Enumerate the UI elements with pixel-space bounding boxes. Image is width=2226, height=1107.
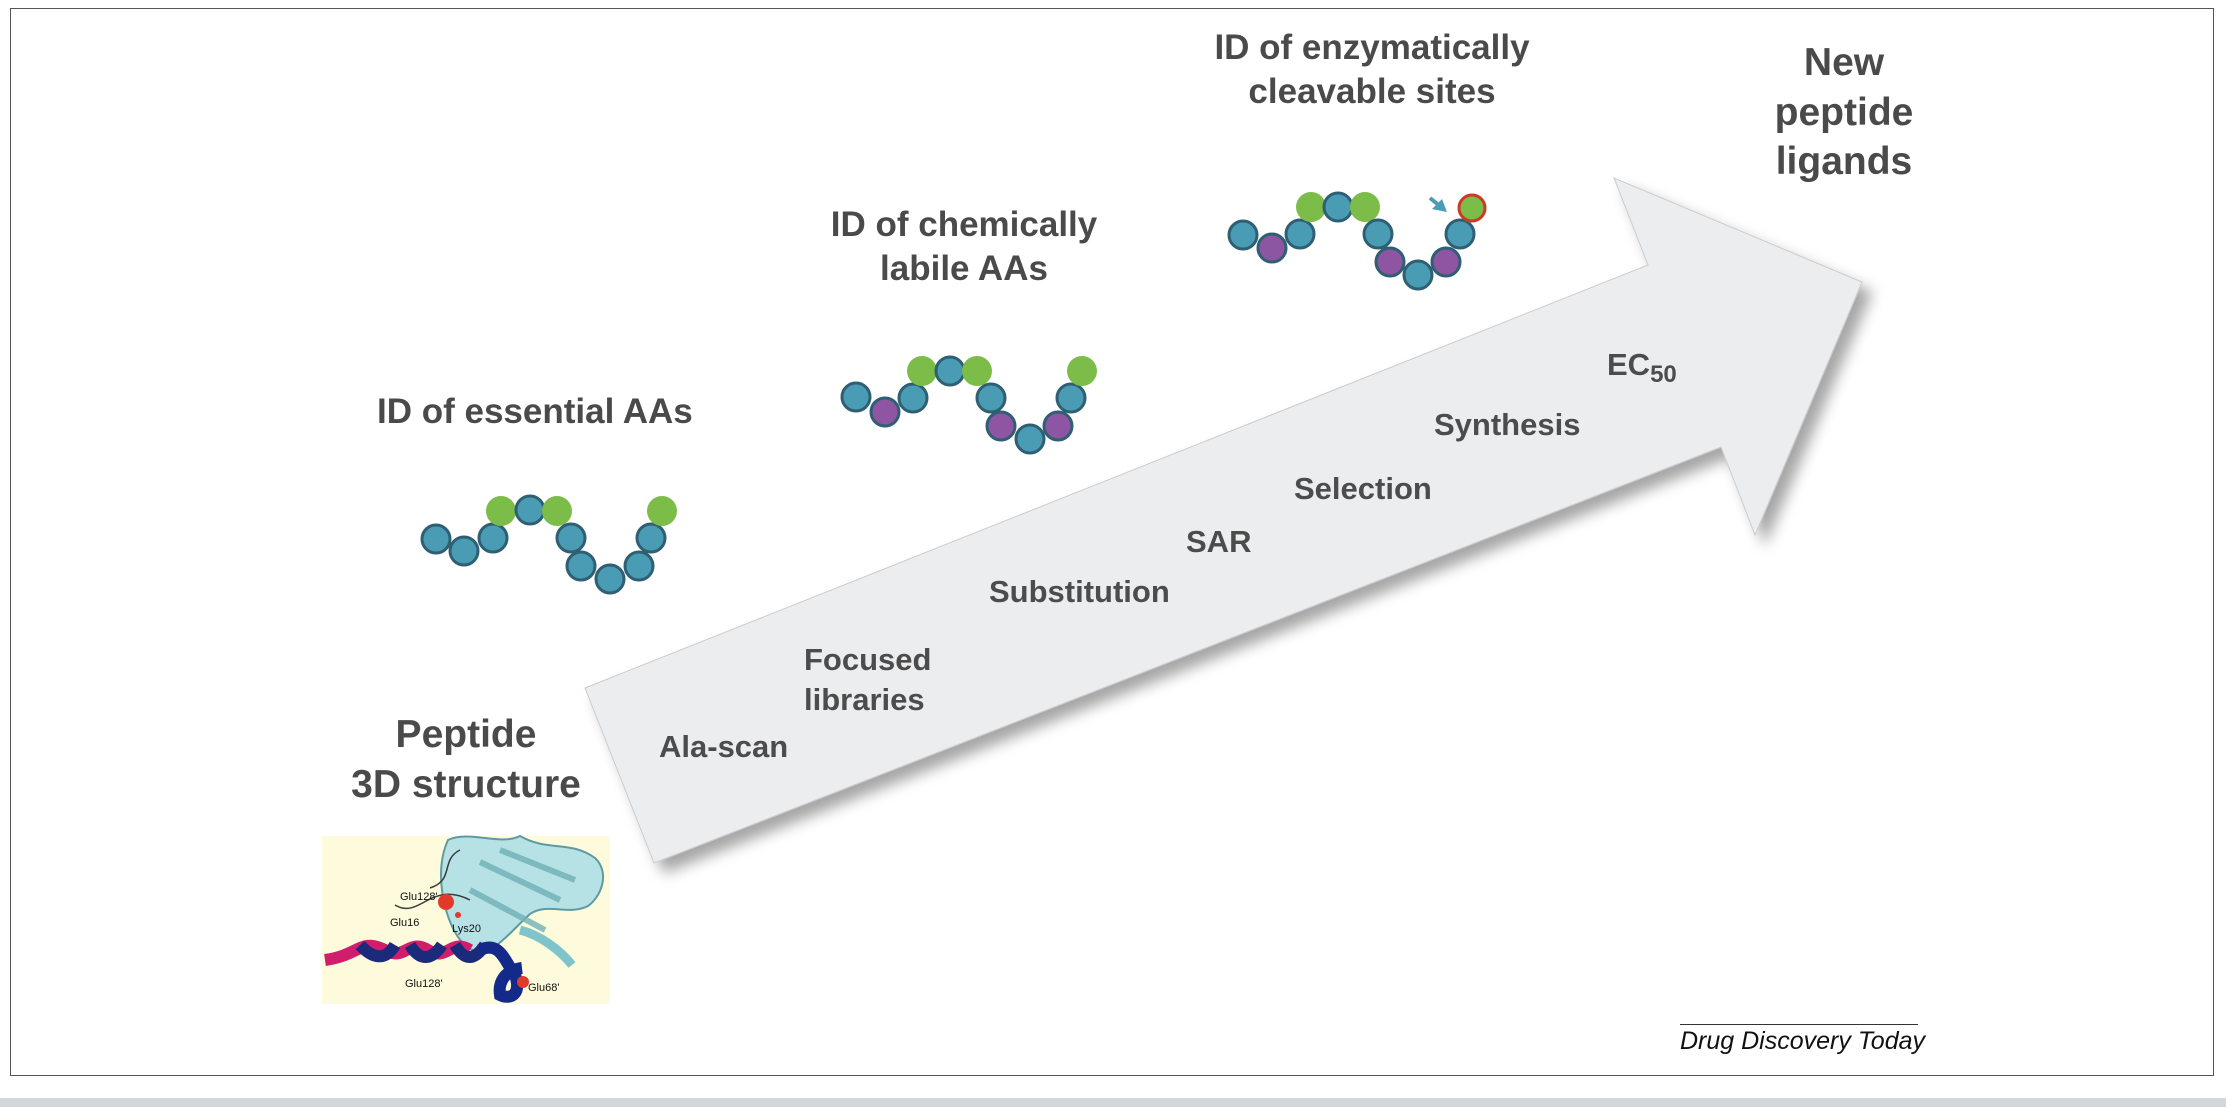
structure-label-glu128b: Glu128' [405,978,443,990]
stage-selection: Selection [1294,471,1432,506]
peptide-chain-chemical [840,355,1097,455]
heading-enzymatic-sites: ID of enzymatically cleavable sites [1214,26,1529,114]
heading-chemically-labile-line-2: labile AAs [880,248,1048,288]
cleavage-arrow-icon [1428,196,1447,212]
heading-essential-aas: ID of essential AAs [377,392,693,431]
peptide-chain-essential [420,494,677,595]
stage-ec50-subscript: 50 [1650,361,1677,388]
stage-synthesis: Synthesis [1434,407,1581,442]
structure-label-glu16: Glu16 [390,917,419,929]
stage-ec50-main: EC [1607,347,1651,382]
heading-peptide-line-1: Peptide [395,713,537,756]
bottom-bar [0,1098,2226,1107]
protein-structure-image: Glu128' Glu16 Lys20 Glu128' Glu68' [322,834,610,1004]
stage-substitution: Substitution [989,574,1170,609]
stage-ala-scan: Ala-scan [659,729,789,764]
process-arrow [584,177,1863,864]
heading-chemically-labile: ID of chemically labile AAs [831,203,1097,291]
heading-enzymatic-sites-line-1: ID of enzymatically [1214,28,1530,67]
heading-peptide-3d-structure: Peptide 3D structure [351,710,581,809]
heading-new-line-3: ligands [1775,140,1913,184]
structure-label-lys20: Lys20 [452,923,481,935]
stage-focused-line-2: libraries [804,682,925,718]
structure-label-glu68: Glu68' [528,982,559,994]
stage-sar: SAR [1186,524,1252,559]
stage-focused-line-1: Focused [804,642,932,677]
journal-credit: Drug Discovery Today [1680,1024,1925,1056]
heading-enzymatic-sites-line-2: cleavable sites [1248,71,1496,111]
structure-label-glu128a: Glu128' [400,891,438,903]
heading-chemically-labile-line-1: ID of chemically [830,205,1098,244]
stage-focused-libraries: Focused libraries [804,640,931,721]
heading-new-line-2: peptide [1774,90,1914,134]
peptide-chain-enzymatic [1227,191,1487,291]
heading-new-line-1: New [1803,41,1885,84]
heading-new-peptide-ligands: New peptide ligands [1775,38,1914,187]
stage-ec50: EC50 [1607,346,1677,388]
heading-peptide-line-2: 3D structure [351,762,581,806]
